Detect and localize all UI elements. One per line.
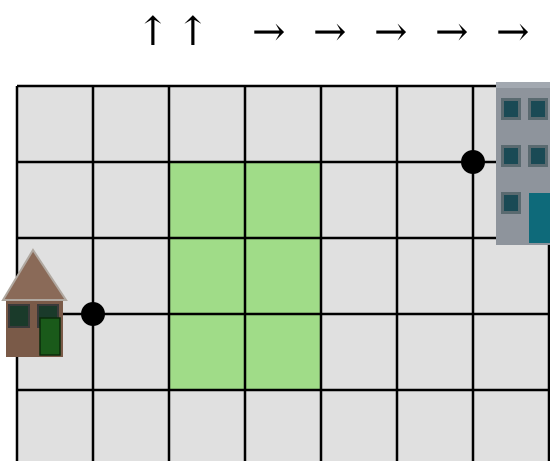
- highlighted-cell: [169, 238, 245, 314]
- grid-cell: [93, 162, 169, 238]
- building-window: [531, 101, 545, 117]
- grid-cell: [473, 238, 550, 314]
- grid-cell: [93, 86, 169, 162]
- grid-cell: [93, 238, 169, 314]
- building-window: [504, 101, 518, 117]
- grid-cell: [397, 162, 473, 238]
- house-door: [39, 317, 61, 356]
- grid-cell: [93, 390, 169, 461]
- grid-cell: [321, 390, 397, 461]
- grid-cell: [321, 162, 397, 238]
- right-arrow-icon: →: [435, 9, 469, 55]
- route-markers: [81, 150, 485, 326]
- grid-cell: [321, 238, 397, 314]
- right-arrow-icon: →: [252, 9, 286, 55]
- building-roof: [496, 82, 550, 88]
- right-arrow-icon: →: [313, 9, 347, 55]
- up-arrow-icon: ↑: [136, 9, 170, 55]
- grid-cells: [17, 86, 550, 461]
- right-arrow-icon: →: [496, 9, 530, 55]
- highlighted-cell: [245, 314, 321, 390]
- grid-cell: [245, 390, 321, 461]
- building-window: [504, 195, 518, 211]
- grid-cell: [397, 314, 473, 390]
- direction-sequence: ↑↑ → → → → →: [0, 0, 550, 60]
- grid-cell: [93, 314, 169, 390]
- grid-cell: [245, 86, 321, 162]
- goal-marker: [461, 150, 485, 174]
- grid-cell: [321, 86, 397, 162]
- highlighted-cell: [245, 238, 321, 314]
- office-building-icon: [496, 82, 550, 245]
- highlighted-cell: [169, 162, 245, 238]
- grid-cell: [473, 314, 550, 390]
- grid-cell: [321, 314, 397, 390]
- building-window: [504, 148, 518, 164]
- grid-cell: [397, 238, 473, 314]
- highlighted-cell: [245, 162, 321, 238]
- grid-cell: [473, 390, 550, 461]
- up-arrow-icon: ↑: [176, 9, 210, 55]
- building-door: [529, 193, 550, 243]
- house-roof: [1, 248, 68, 301]
- house-icon: [1, 248, 68, 357]
- highlighted-cell: [169, 314, 245, 390]
- grid-cell: [17, 390, 93, 461]
- grid-cell: [397, 86, 473, 162]
- grid-cell: [169, 390, 245, 461]
- grid-cell: [397, 390, 473, 461]
- grid-lines: [15, 84, 550, 461]
- grid-cell: [17, 86, 93, 162]
- grid-cell: [169, 86, 245, 162]
- building-window: [531, 148, 545, 164]
- house-window: [8, 304, 30, 328]
- right-arrow-icon: →: [374, 9, 408, 55]
- grid-cell: [17, 162, 93, 238]
- start-marker: [81, 302, 105, 326]
